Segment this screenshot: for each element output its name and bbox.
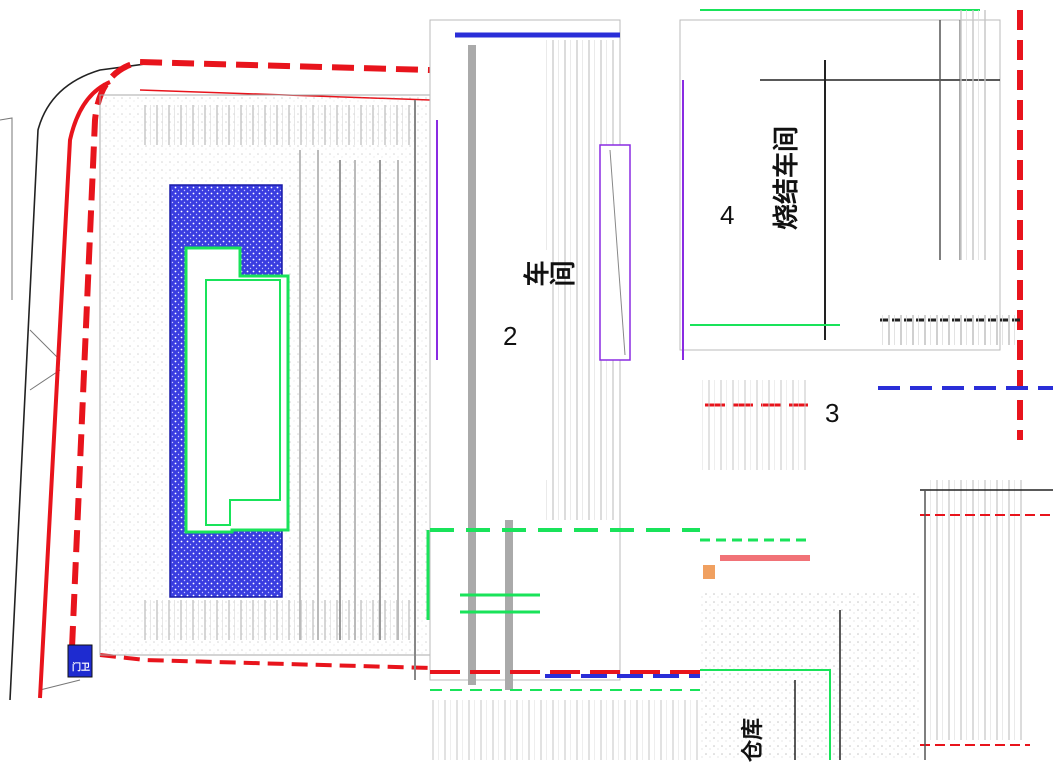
hatched-building	[169, 184, 290, 598]
gate-label: 门卫	[72, 661, 90, 673]
sintering-workshop-label: 烧结车间	[771, 126, 802, 230]
workshop-left-label: 车间	[522, 261, 575, 291]
sintering-workshop-area	[679, 10, 1001, 470]
zone-3-area	[808, 315, 1053, 760]
warehouse-area	[700, 555, 920, 760]
zone-2-label: 2	[503, 321, 517, 351]
bottom-band	[430, 670, 700, 760]
outer-road	[0, 61, 161, 701]
green-bands	[426, 9, 980, 620]
workshop-2-area	[429, 19, 631, 690]
track-lines	[299, 100, 416, 680]
zone-3-label: 3	[825, 398, 839, 428]
gate-house	[67, 644, 93, 678]
zone-4-label: 4	[720, 200, 734, 230]
warehouse-label: 仓库	[740, 718, 766, 763]
